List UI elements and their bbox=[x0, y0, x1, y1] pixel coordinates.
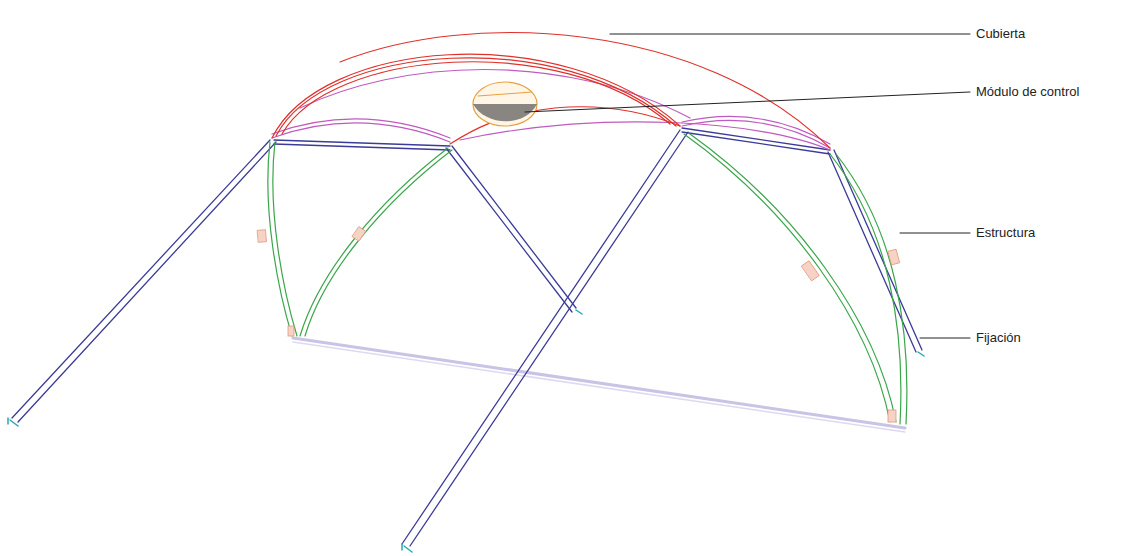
roof-cover bbox=[272, 33, 830, 148]
part-label: Cubierta bbox=[974, 26, 1027, 42]
roof-end-arches bbox=[272, 70, 830, 151]
control-module bbox=[473, 82, 537, 126]
part-label: Fijación bbox=[974, 330, 1023, 346]
structure-drawing bbox=[8, 33, 970, 552]
leader-lines bbox=[525, 34, 970, 338]
part-label: Módulo de control bbox=[974, 84, 1081, 100]
anchor-marks bbox=[8, 310, 924, 552]
structure-arches bbox=[268, 134, 907, 424]
ground-bar bbox=[293, 338, 905, 428]
ground-bar bbox=[293, 342, 905, 432]
arch-joints bbox=[257, 227, 899, 422]
fixation-legs bbox=[12, 128, 922, 546]
part-label: Estructura bbox=[974, 225, 1037, 241]
